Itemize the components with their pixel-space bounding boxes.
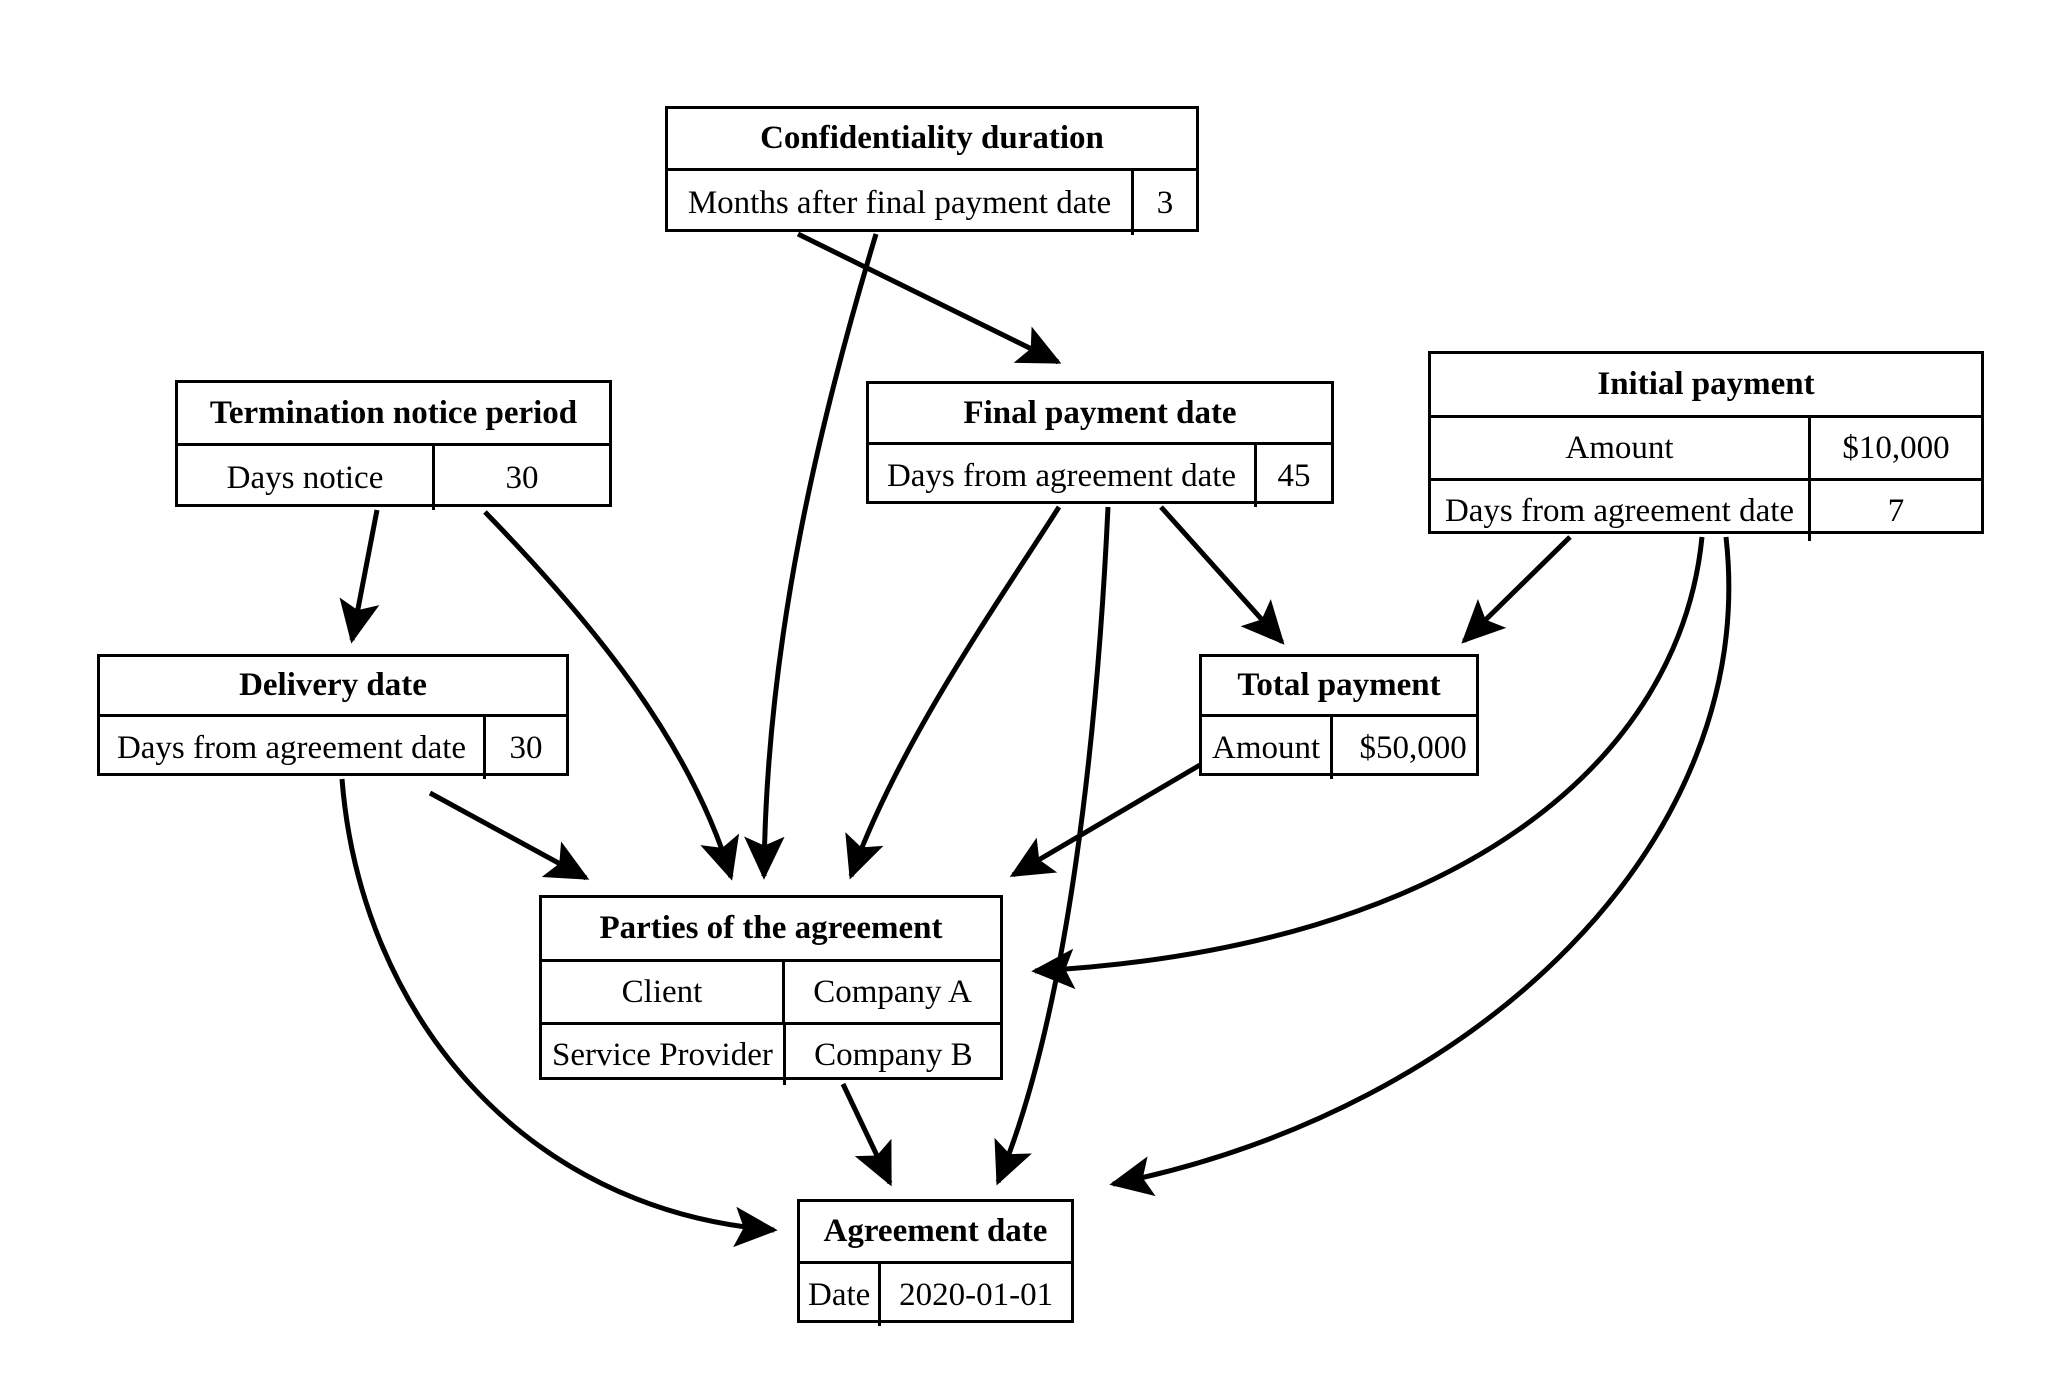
node-row: Days from agreement date 7 (1431, 478, 1981, 541)
edge-delivery-date-to-parties-of-the-agreement (428, 790, 590, 881)
node-title: Confidentiality duration (760, 120, 1104, 156)
node-title-row: Final payment date (869, 384, 1331, 442)
row-value: 30 (432, 446, 609, 510)
row-value: Company B (782, 1025, 1001, 1085)
node-title-row: Initial payment (1431, 354, 1981, 415)
edge-final-payment-date-to-parties-of-the-agreement (845, 505, 1062, 880)
node-agreement-date[interactable]: Agreement date Date 2020-01-01 (797, 1199, 1074, 1326)
row-key: Days from agreement date (886, 457, 1237, 494)
node-title-row: Confidentiality duration (668, 109, 1196, 168)
row-key: Date (808, 1276, 871, 1313)
node-title: Delivery date (239, 667, 427, 703)
row-value: 45 (1254, 445, 1331, 507)
node-title: Initial payment (1597, 366, 1815, 402)
node-initial-payment[interactable]: Initial payment Amount $10,000 Days from… (1428, 351, 1984, 541)
node-row: Days notice 30 (178, 443, 609, 510)
node-title: Termination notice period (209, 394, 578, 431)
row-value: 30 (483, 717, 566, 779)
node-row: Days from agreement date 45 (869, 442, 1331, 507)
edge-final-payment-date-to-agreement-date (994, 506, 1111, 1186)
node-confidentiality-duration[interactable]: Confidentiality duration Months after fi… (665, 106, 1199, 235)
node-title-row: Parties of the agreement (542, 898, 1000, 959)
node-total-payment[interactable]: Total payment Amount $50,000 (1199, 654, 1479, 779)
row-value: 3 (1131, 171, 1196, 235)
node-row: Amount $50,000 (1202, 714, 1476, 779)
node-delivery-date[interactable]: Delivery date Days from agreement date 3… (97, 654, 569, 779)
node-title-row: Termination notice period (178, 383, 609, 443)
node-title-row: Agreement date (800, 1202, 1071, 1261)
edge-termination-notice-period-to-parties-of-the-agreement (483, 510, 740, 881)
node-title: Final payment date (963, 394, 1237, 431)
node-row: Months after final payment date 3 (668, 168, 1196, 235)
row-key: Months after final payment date (687, 184, 1112, 221)
edge-initial-payment-to-agreement-date (1109, 536, 1732, 1197)
node-row: Days from agreement date 30 (100, 714, 566, 779)
node-row: Amount $10,000 (1431, 415, 1981, 478)
node-row: Date 2020-01-01 (800, 1261, 1071, 1326)
edge-confidentiality-duration-to-parties-of-the-agreement (744, 233, 879, 880)
node-termination-notice-period[interactable]: Termination notice period Days notice 30 (175, 380, 612, 510)
node-row: Service Provider Company B (542, 1022, 1000, 1085)
row-key: Client (621, 973, 703, 1010)
node-parties-of-the-agreement[interactable]: Parties of the agreement Client Company … (539, 895, 1003, 1085)
edge-termination-notice-period-to-delivery-date (339, 509, 380, 644)
row-key: Days from agreement date (1444, 492, 1795, 529)
row-key: Days notice (226, 459, 384, 496)
row-value: $50,000 (1330, 717, 1493, 779)
row-value: 7 (1808, 481, 1981, 541)
row-value: $10,000 (1808, 418, 1981, 478)
edge-initial-payment-to-total-payment (1461, 535, 1572, 644)
node-title: Agreement date (823, 1213, 1048, 1249)
edge-confidentiality-duration-to-final-payment-date (796, 231, 1062, 365)
node-title-row: Delivery date (100, 657, 566, 714)
node-title: Parties of the agreement (599, 910, 943, 946)
edge-final-payment-date-to-total-payment (1159, 505, 1285, 645)
edge-total-payment-to-parties-of-the-agreement (1009, 762, 1202, 878)
edge-parties-of-the-agreement-to-agreement-date (840, 1082, 893, 1187)
row-key: Amount (1565, 429, 1674, 466)
row-value: Company A (782, 962, 1000, 1022)
edge-delivery-date-to-agreement-date (339, 778, 778, 1248)
node-row: Client Company A (542, 959, 1000, 1022)
node-title-row: Total payment (1202, 657, 1476, 714)
edge-initial-payment-to-parties-of-the-agreement (1031, 536, 1705, 990)
node-title: Total payment (1237, 667, 1441, 703)
row-key: Service Provider (552, 1036, 773, 1073)
row-value: 2020-01-01 (878, 1264, 1071, 1326)
row-key: Amount (1212, 729, 1321, 766)
node-final-payment-date[interactable]: Final payment date Days from agreement d… (866, 381, 1334, 507)
row-key: Days from agreement date (116, 729, 467, 766)
